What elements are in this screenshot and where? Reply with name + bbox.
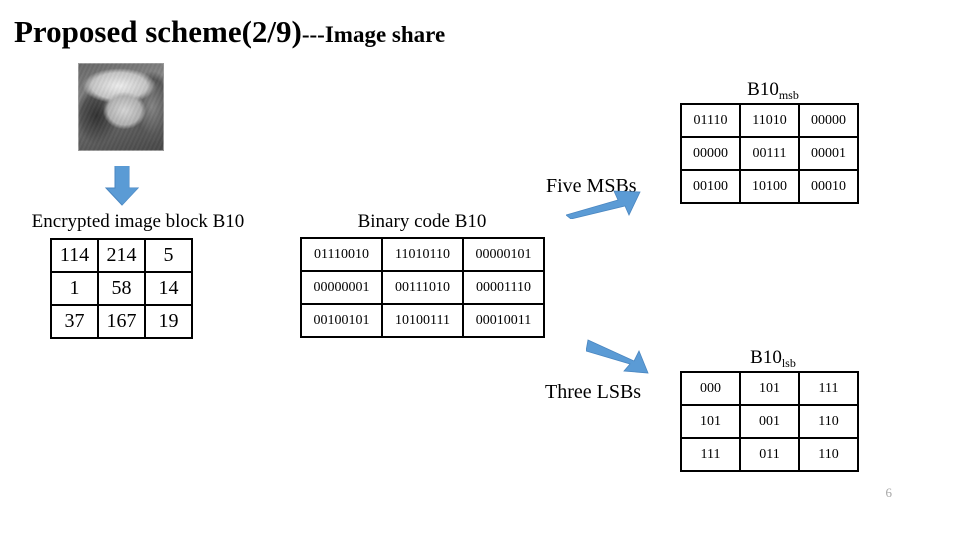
msb-table-caption: B10msb [680,79,866,102]
up-right-arrow-icon [566,189,644,219]
table-cell: 00100 [680,169,741,204]
lsb-caption-main: B10 [750,347,782,368]
table-cell: 001 [739,404,800,439]
table-cell: 00010 [798,169,859,204]
table-cell: 214 [97,238,146,273]
table-cell: 58 [97,271,146,306]
table-cell: 000 [680,371,741,406]
table-cell: 101 [680,404,741,439]
encrypted-image-block-table: 114 214 5 1 58 14 37 167 19 [50,238,193,339]
table-cell: 01110 [680,103,741,138]
page-title-main: Proposed scheme(2/9) [14,14,302,49]
page-title-sub: ---Image share [301,22,446,47]
table-cell: 00111010 [381,270,464,305]
table-cell: 110 [798,404,859,439]
msb-caption-main: B10 [747,79,779,100]
page-title: Proposed scheme(2/9)---Image share [14,14,445,50]
down-arrow-icon [104,166,140,206]
table-row: 1 58 14 [50,271,193,306]
table-cell: 37 [50,304,99,339]
table-cell: 1 [50,271,99,306]
table-row: 01110010 11010110 00000101 [300,237,545,272]
lsb-caption-sub: lsb [781,356,796,370]
table-row: 00100101 10100111 00010011 [300,303,545,338]
table-cell: 19 [144,304,193,339]
table-cell: 00000001 [300,270,383,305]
table-row: 00100 10100 00010 [680,169,859,204]
table-cell: 00100101 [300,303,383,338]
table-cell: 00000 [798,103,859,138]
table-row: 111 011 110 [680,437,859,472]
table-cell: 00000 [680,136,741,171]
three-lsbs-label: Three LSBs [545,381,642,403]
table-cell: 00111 [739,136,800,171]
binary-code-caption: Binary code B10 [357,211,487,232]
msb-caption-sub: msb [778,88,799,102]
lsb-table: 000 101 111 101 001 110 111 011 110 [680,371,859,472]
down-right-arrow-icon [586,337,652,375]
table-cell: 01110010 [300,237,383,272]
table-cell: 110 [798,437,859,472]
encrypted-block-caption: Encrypted image block B10 [31,211,245,232]
table-cell: 101 [739,371,800,406]
table-cell: 167 [97,304,146,339]
table-row: 101 001 110 [680,404,859,439]
lsb-table-caption: B10lsb [680,347,866,370]
table-cell: 114 [50,238,99,273]
table-cell: 111 [798,371,859,406]
table-row: 37 167 19 [50,304,193,339]
source-image-thumbnail [78,63,164,151]
binary-code-table: 01110010 11010110 00000101 00000001 0011… [300,237,545,338]
table-row: 01110 11010 00000 [680,103,859,138]
table-cell: 00001 [798,136,859,171]
msb-table: 01110 11010 00000 00000 00111 00001 0010… [680,103,859,204]
table-cell: 00010011 [462,303,545,338]
table-cell: 11010110 [381,237,464,272]
table-row: 114 214 5 [50,238,193,273]
table-cell: 00000101 [462,237,545,272]
table-row: 00000001 00111010 00001110 [300,270,545,305]
table-cell: 14 [144,271,193,306]
table-row: 000 101 111 [680,371,859,406]
table-cell: 011 [739,437,800,472]
table-row: 00000 00111 00001 [680,136,859,171]
page-number: 6 [885,485,893,500]
table-cell: 11010 [739,103,800,138]
table-cell: 10100111 [381,303,464,338]
table-cell: 5 [144,238,193,273]
table-cell: 10100 [739,169,800,204]
table-cell: 111 [680,437,741,472]
table-cell: 00001110 [462,270,545,305]
